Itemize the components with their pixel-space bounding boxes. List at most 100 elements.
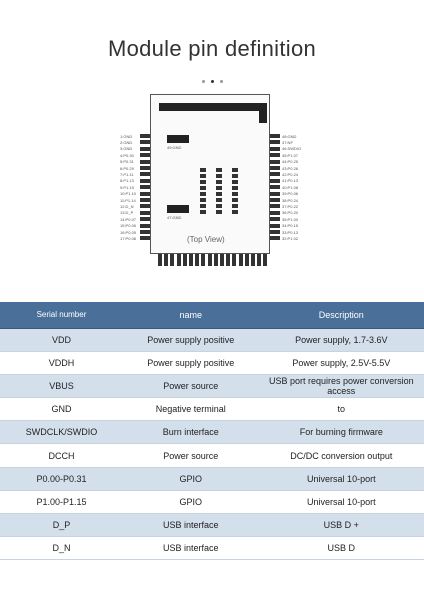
pin-name: USB interface [122, 513, 259, 538]
left-pin [140, 217, 150, 222]
pin-serial: D_P [0, 513, 123, 538]
center-pad [200, 198, 206, 202]
left-pin [140, 185, 150, 190]
center-pad [232, 192, 238, 196]
bottom-pin [201, 254, 206, 266]
antenna-trace [159, 103, 267, 123]
page-title: Module pin definition [107, 36, 317, 61]
left-pin-label: 16:P0.05 [120, 229, 137, 235]
left-pin-label: 3:GND [120, 146, 133, 152]
pin-serial: SWDCLK/SWDIO [0, 420, 123, 445]
pin-serial: VBUS [0, 374, 123, 399]
bottom-pin [170, 254, 175, 266]
center-pad [200, 168, 206, 172]
bottom-pin [251, 254, 255, 266]
header-serial: Serial number [0, 302, 123, 329]
right-pin-label: 45:P1.07 [282, 152, 299, 158]
right-pin-label: 38:P0.24 [282, 197, 299, 203]
bottom-pin [263, 254, 268, 266]
left-pin [140, 230, 150, 234]
left-pin-label: 6:P0.29 [120, 165, 134, 171]
right-pin [270, 159, 280, 164]
right-pin-label: 47:NF [282, 139, 293, 145]
center-pad [200, 180, 206, 184]
left-pin-label: 11:P1.14 [120, 197, 136, 203]
right-pin [270, 172, 280, 177]
pin-name: Burn interface [122, 420, 259, 445]
top-view-label: (Top View) [187, 235, 225, 244]
header-name: name [122, 302, 259, 329]
center-pad [200, 186, 206, 190]
bottom-pin [182, 254, 187, 266]
right-pin-label: 35:P1.00 [282, 216, 299, 222]
left-pin [140, 172, 150, 177]
center-pad [232, 174, 238, 178]
bottom-pin [220, 254, 224, 266]
right-pin [270, 166, 280, 170]
bottom-pin [226, 254, 231, 266]
center-pad [216, 198, 222, 202]
center-pad [232, 186, 238, 190]
right-pin [270, 217, 280, 222]
module-outline: 49:GND 47:GND (Top View) [150, 94, 270, 254]
center-pad [232, 204, 238, 208]
left-pin-label: 9:P1.15 [120, 184, 134, 190]
center-pad [200, 192, 206, 196]
left-pin [140, 159, 150, 164]
right-pin [270, 198, 280, 202]
carousel-dots[interactable] [0, 70, 424, 88]
pin-description: USB D [258, 536, 424, 561]
left-pin-label: 10:P1.10 [120, 191, 137, 197]
center-pad [216, 210, 222, 214]
pin-serial: VDDH [0, 351, 123, 375]
pin-description: Power supply, 2.5V-5.5V [258, 351, 424, 375]
pin-description: USB D + [258, 513, 424, 538]
left-pin-label: 8:P1.13 [120, 178, 134, 184]
pin-description: Universal 10-port [258, 490, 424, 515]
right-pin [270, 146, 280, 151]
carousel-dot-active[interactable] [210, 80, 214, 83]
bottom-pin [257, 254, 262, 266]
right-pin [270, 134, 280, 138]
right-pin-label: 36:P0.20 [282, 210, 299, 216]
center-pad [216, 174, 222, 178]
right-pin-label: 43:P0.26 [282, 165, 299, 171]
bottom-pin [164, 254, 169, 266]
center-pad-label: 49:GND [167, 145, 182, 150]
left-pin-label: 17:P0.08 [120, 235, 137, 241]
left-pin-label: 13:D_P [120, 210, 134, 216]
left-pin [140, 153, 150, 158]
pin-table-header: Serial number name Description [0, 302, 424, 329]
center-pad-label-2: 47:GND [167, 215, 182, 220]
carousel-dot[interactable] [219, 80, 223, 83]
left-pin [140, 198, 150, 202]
pin-description: Universal 10-port [258, 467, 424, 491]
center-pad [216, 180, 222, 184]
center-pad [216, 192, 222, 196]
right-pin [270, 210, 280, 215]
left-pin-label: 2:GND [120, 139, 133, 145]
pin-name: Negative terminal [122, 397, 259, 422]
left-pin [140, 134, 150, 138]
right-pin-label: 33:P0.13 [282, 229, 299, 235]
pin-description: USB port requires power conversion acces… [258, 374, 424, 399]
pin-name: Power supply positive [122, 351, 259, 375]
right-pin [270, 140, 280, 145]
pin-description: Power supply, 1.7-3.6V [258, 328, 424, 352]
pin-serial: DCCH [0, 443, 123, 468]
left-pin-label: 7:P1.11 [120, 171, 134, 177]
left-pin [140, 191, 150, 196]
center-pad [232, 210, 238, 214]
pin-serial: D_N [0, 536, 123, 561]
pin-description: For burning firmware [258, 420, 424, 445]
carousel-dot[interactable] [201, 80, 205, 83]
center-pad [216, 186, 222, 190]
right-pin [270, 185, 280, 190]
pin-description: DC/DC conversion output [258, 443, 424, 468]
